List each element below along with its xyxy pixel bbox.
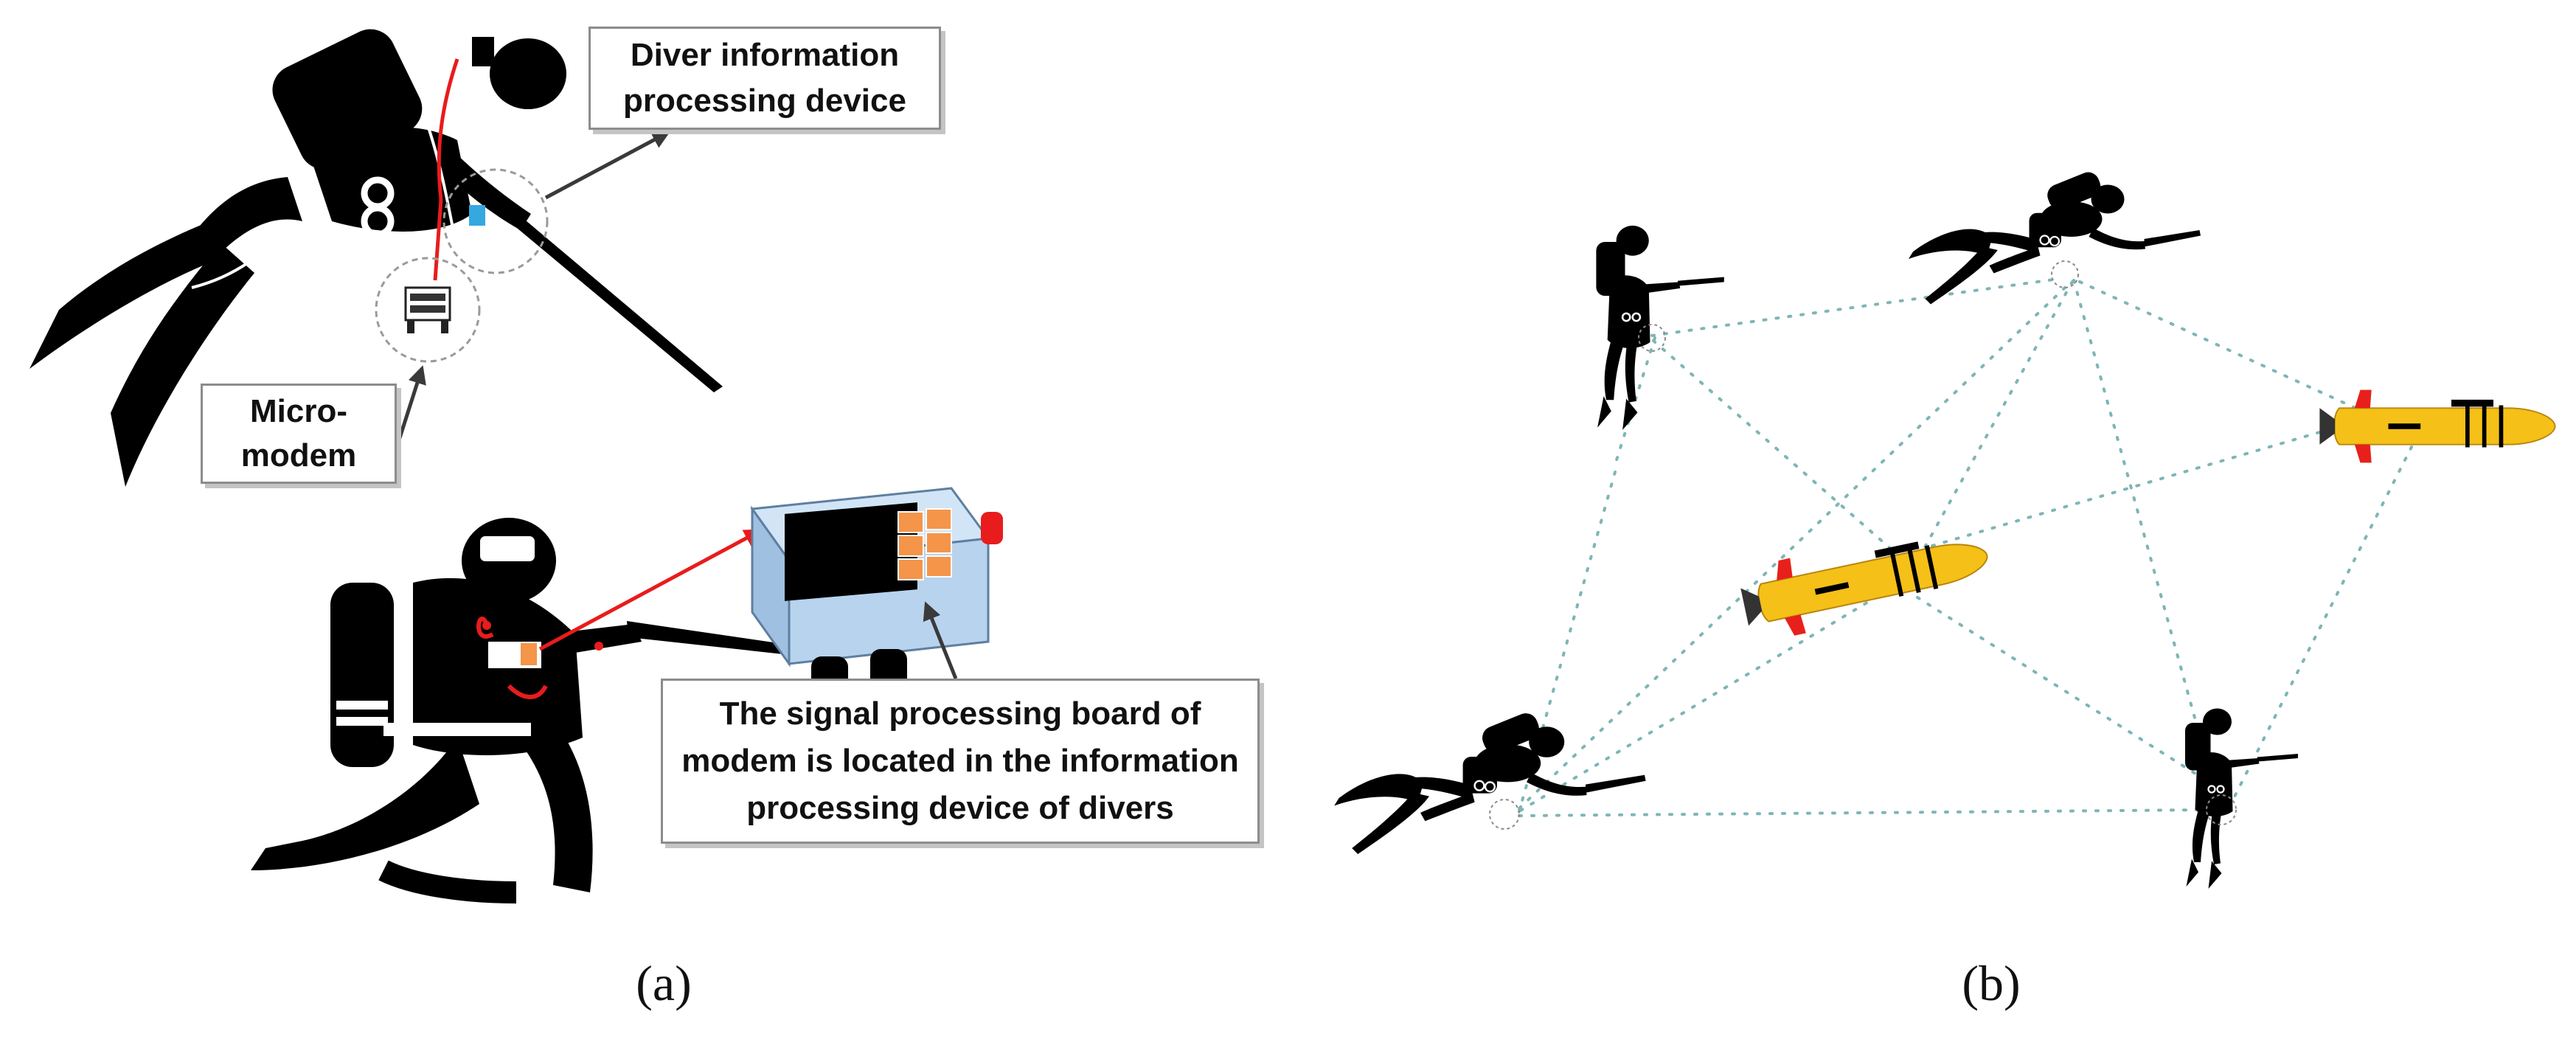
auv-icon — [1735, 517, 1996, 645]
callout-micro-modem: Micro- modem — [201, 384, 397, 484]
arrow-diver-device — [544, 131, 671, 200]
micro-modem-icon — [1489, 799, 1520, 830]
diver-icon — [2184, 707, 2299, 890]
callout-diver-information-processing-device: Diver information processing device — [589, 27, 941, 130]
panel-label-a: (a) — [636, 955, 692, 1011]
kneeling-diver-icon — [251, 518, 819, 904]
micro-modem-icon — [375, 257, 481, 363]
micro-modem-icon — [1638, 324, 1666, 352]
device-highlight-circle — [442, 168, 549, 274]
arrow-micro-modem — [396, 365, 426, 443]
arrow-red-to-device — [538, 529, 763, 651]
micro-modem-icon — [2206, 794, 2237, 825]
diver-icon — [1333, 709, 1647, 856]
diver-icon — [29, 29, 723, 487]
auv-icon — [2319, 389, 2556, 464]
arrow-signal-board — [923, 601, 958, 679]
diver-icon — [1907, 167, 2202, 305]
panel-b — [1333, 167, 2556, 890]
modem-device-icon — [750, 487, 1003, 701]
micro-modem-icon — [2051, 260, 2079, 288]
communication-links — [1518, 277, 2413, 817]
panel-a — [29, 29, 1003, 904]
panel-label-b: (b) — [1962, 955, 2021, 1011]
callout-signal-processing-board: The signal processing board of modem is … — [661, 679, 1260, 844]
